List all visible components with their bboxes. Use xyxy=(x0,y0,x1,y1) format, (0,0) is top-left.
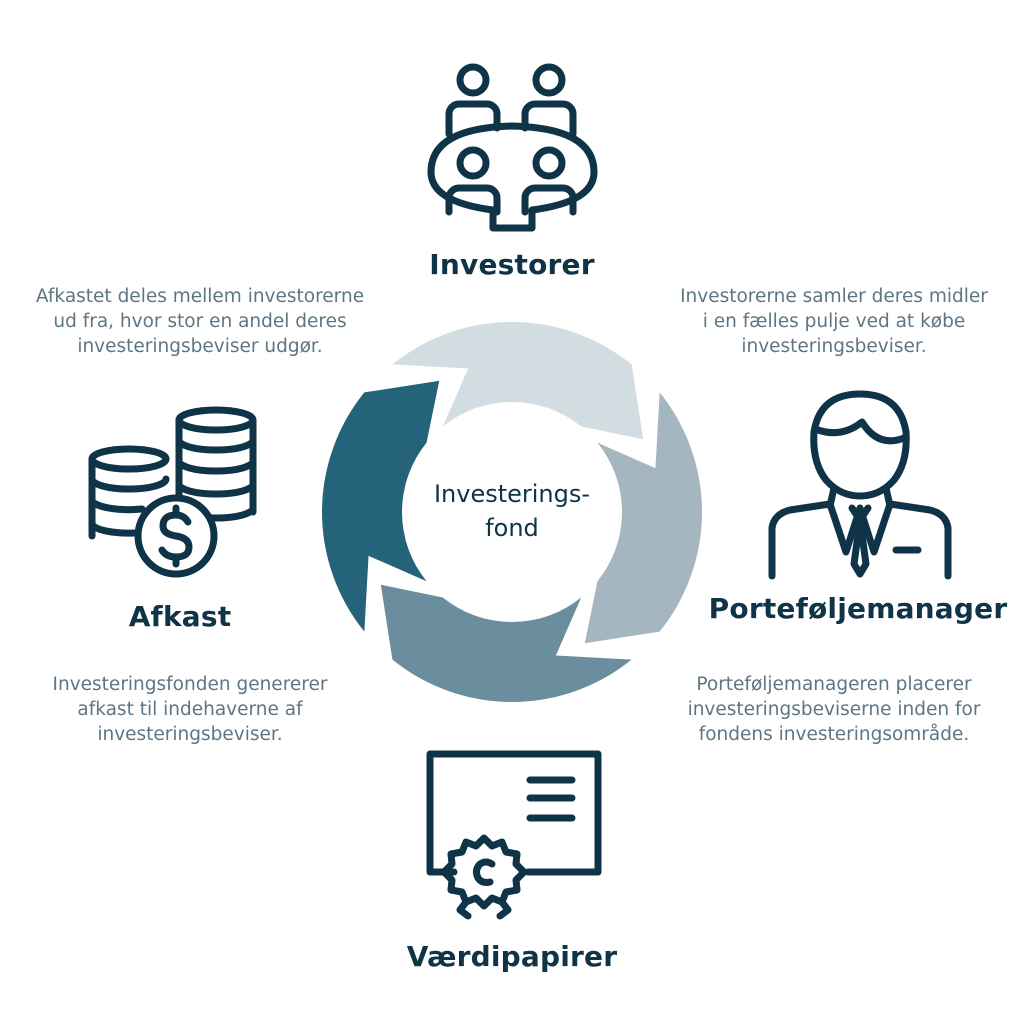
description-bottom-left: Investeringsfonden genererer afkast til … xyxy=(52,674,328,745)
meeting-table-icon xyxy=(425,62,600,232)
description-top-right: Investorerne samler deres midler i en fæ… xyxy=(680,286,988,357)
businessman-icon xyxy=(768,388,952,580)
node-label-investorer: Investorer xyxy=(429,248,595,281)
center-label-line1: Investerings- xyxy=(433,480,591,508)
description-bottom-right: Porteføljemanageren placerer investering… xyxy=(687,674,981,745)
cycle-segment-afkast xyxy=(322,380,440,632)
node-label-vaerdipapirer: Værdipapirer xyxy=(406,940,618,973)
cycle-segment-portefoljemanager xyxy=(584,392,703,644)
node-label-portefoljemanager: Porteføljemanager xyxy=(708,592,1008,625)
cycle-diagram xyxy=(322,322,703,703)
cycle-segment-vaerdipapirer xyxy=(380,584,632,703)
coins-dollar-icon xyxy=(84,404,264,582)
node-label-afkast: Afkast xyxy=(128,600,232,633)
certificate-icon xyxy=(426,750,602,926)
cycle-segment-investorer xyxy=(392,322,644,440)
center-label-line2: fond xyxy=(485,514,539,542)
description-top-left: Afkastet deles mellem investorerne ud fr… xyxy=(35,286,365,357)
